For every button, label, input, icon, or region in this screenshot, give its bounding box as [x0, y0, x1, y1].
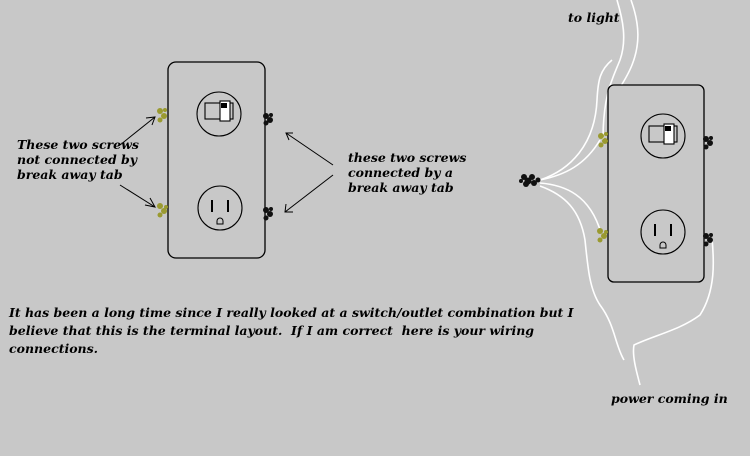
wire-nut-bundle — [519, 174, 541, 187]
left-brass-screw-bottom — [157, 203, 168, 218]
left-outlet-icon — [197, 185, 243, 231]
left-switch-icon — [196, 91, 242, 137]
left-dark-screw-bottom — [263, 207, 273, 221]
right-dark-screw-top — [703, 136, 713, 150]
wires — [539, 0, 715, 386]
right-switch-icon — [640, 113, 686, 159]
left-arrows — [119, 116, 156, 208]
left-dark-screw-top — [263, 113, 273, 126]
explanation-paragraph: It has been a long time since I really l… — [9, 305, 574, 356]
right-brass-screw-bottom — [597, 228, 608, 243]
right-screws-note: these two screws connected by a break aw… — [348, 150, 467, 195]
right-outlet-icon — [640, 209, 686, 255]
right-wiring — [519, 0, 715, 386]
power-coming-in-label: power coming in — [611, 391, 728, 406]
left-screws-note: These two screws not connected by break … — [17, 137, 139, 182]
left-brass-screw-top — [157, 108, 167, 123]
right-device-box — [607, 84, 705, 283]
right-arrows — [284, 132, 334, 213]
left-switch-outlet-device — [119, 61, 334, 259]
right-dark-screw-bottom — [703, 233, 713, 247]
right-brass-screw-top — [598, 132, 608, 148]
to-light-label: to light — [568, 10, 620, 25]
